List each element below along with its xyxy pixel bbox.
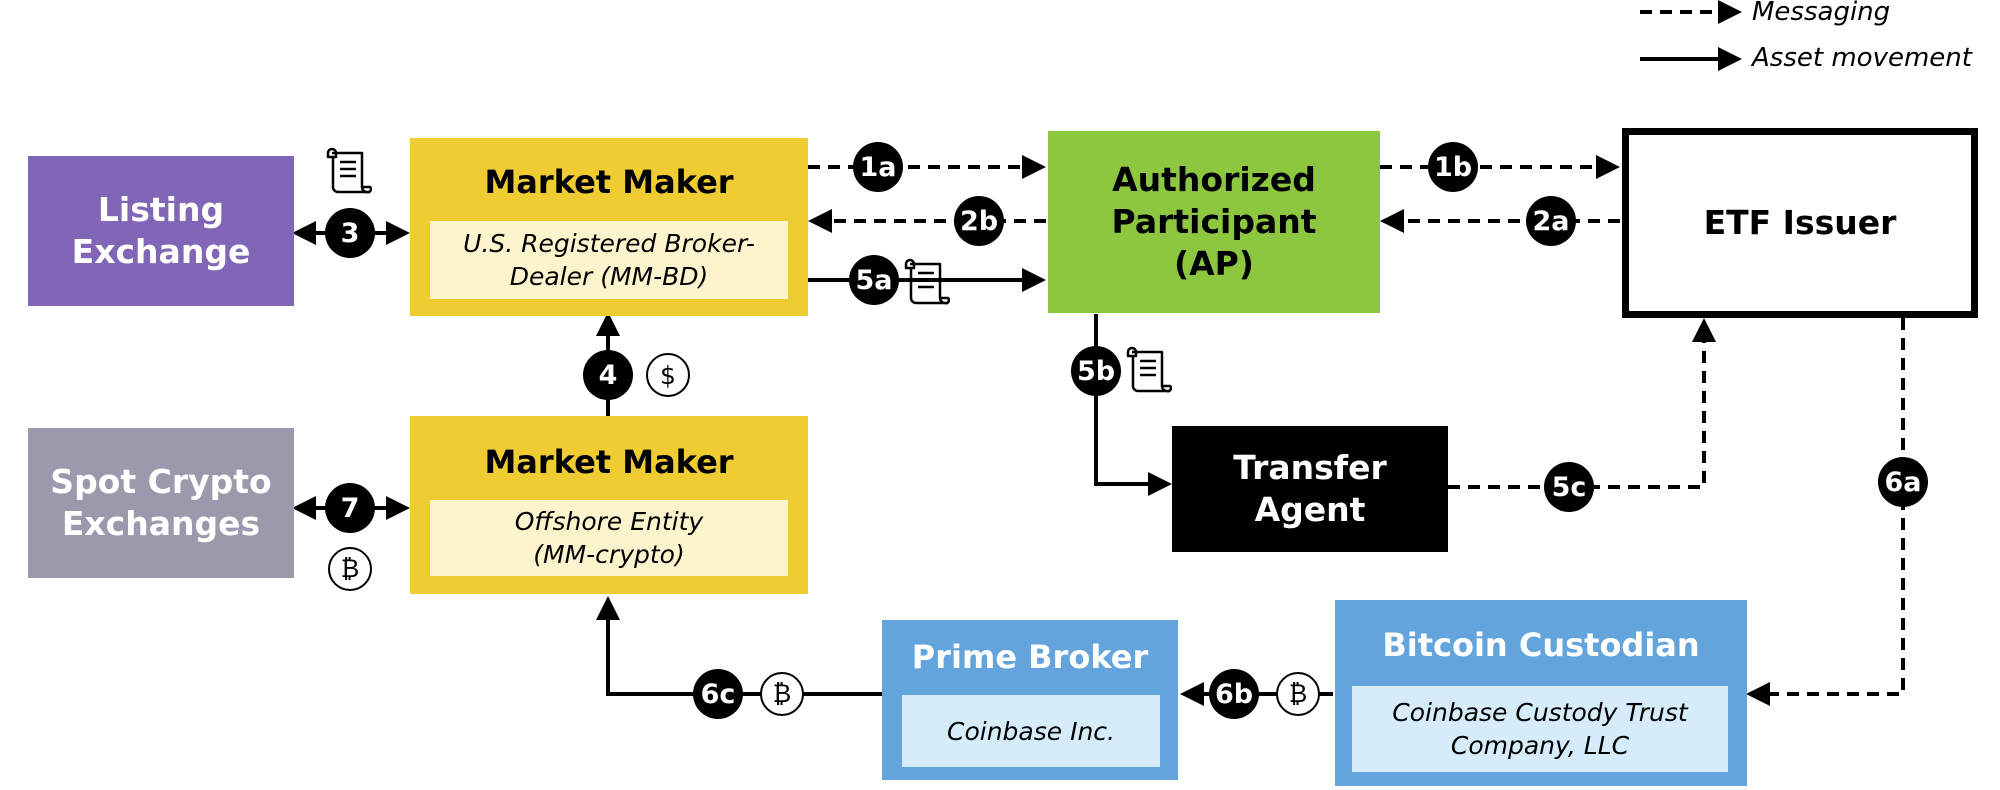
spot-crypto-exchanges-box: Spot Crypto Exchanges <box>28 428 294 578</box>
authorized-participant-title: Authorized Participant (AP) <box>1111 160 1317 283</box>
market-maker-crypto-title: Market Maker <box>484 443 734 481</box>
step-6a-badge: 6a <box>1878 457 1928 507</box>
edge-5c <box>1448 318 1716 489</box>
step-1b-badge: 1b <box>1428 142 1478 192</box>
bitcoin-custodian-subtitle: Coinbase Custody Trust Company, LLC <box>1352 686 1728 772</box>
spot-crypto-exchanges-title: Spot Crypto Exchanges <box>50 462 272 543</box>
etf-issuer-box: ETF Issuer <box>1622 128 1978 318</box>
listing-exchange-title: Listing Exchange <box>71 190 251 271</box>
bitcoin-custodian-title: Bitcoin Custodian <box>1382 626 1700 664</box>
step-7-badge: 7 <box>325 483 375 533</box>
step-5b-badge: 5b <box>1071 346 1121 396</box>
dollar-icon: $ <box>646 353 690 397</box>
scroll-document-icon <box>1126 346 1172 393</box>
scroll-document-icon <box>904 258 950 305</box>
scroll-document-icon <box>326 147 372 194</box>
edge-5b <box>1094 314 1172 496</box>
market-maker-bd-subtitle: U.S. Registered Broker-Dealer (MM-BD) <box>430 221 788 299</box>
bitcoin-icon: ₿ <box>328 547 372 591</box>
step-2a-badge: 2a <box>1526 196 1576 246</box>
step-6c-badge: 6c <box>693 669 743 719</box>
prime-broker-subtitle: Coinbase Inc. <box>902 695 1160 767</box>
step-5c-badge: 5c <box>1544 462 1594 512</box>
step-5a-badge: 5a <box>849 255 899 305</box>
step-4-badge: 4 <box>583 350 633 400</box>
legend-asset-label: Asset movement <box>1752 43 1972 73</box>
legend-messaging-label: Messaging <box>1752 0 1891 27</box>
market-maker-bd-title: Market Maker <box>484 163 734 201</box>
bitcoin-icon: ₿ <box>760 672 804 716</box>
prime-broker-title: Prime Broker <box>911 638 1149 676</box>
bitcoin-icon: ₿ <box>1276 672 1320 716</box>
step-3-badge: 3 <box>325 208 375 258</box>
step-6b-badge: 6b <box>1209 669 1259 719</box>
edge-6a <box>1746 318 1905 706</box>
listing-exchange-box: Listing Exchange <box>28 156 294 306</box>
step-2b-badge: 2b <box>954 196 1004 246</box>
authorized-participant-box: Authorized Participant (AP) <box>1048 131 1380 313</box>
step-1a-badge: 1a <box>853 142 903 192</box>
transfer-agent-box: Transfer Agent <box>1172 426 1448 552</box>
market-maker-crypto-subtitle: Offshore Entity (MM-crypto) <box>430 500 788 576</box>
edge-6c <box>596 596 882 696</box>
transfer-agent-title: Transfer Agent <box>1233 448 1387 529</box>
etf-issuer-title: ETF Issuer <box>1703 203 1897 242</box>
